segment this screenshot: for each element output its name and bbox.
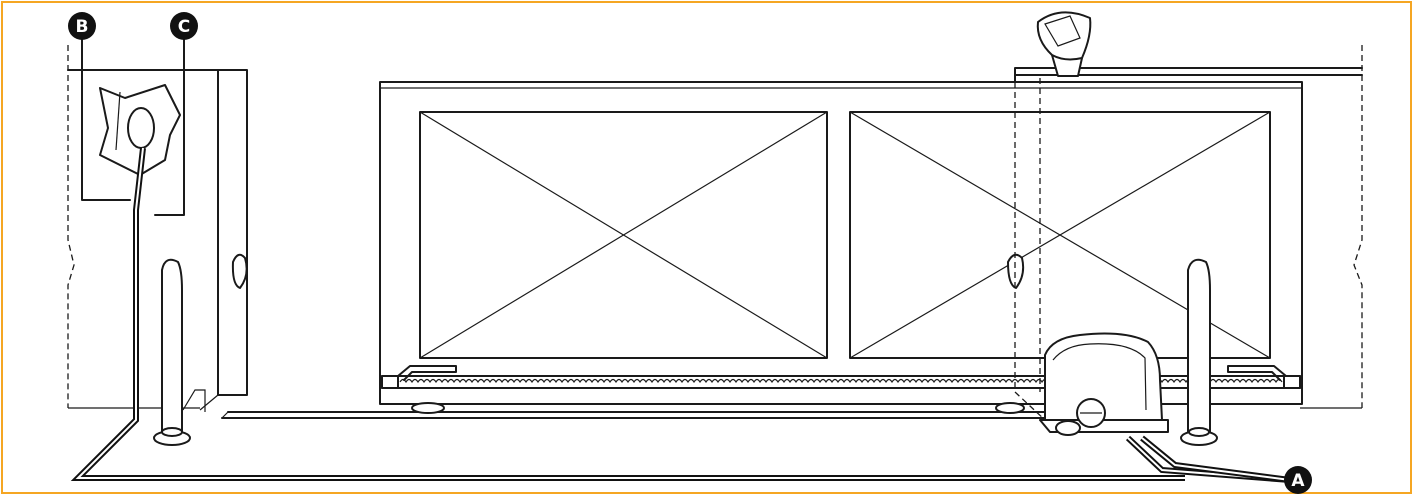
callout-leaders (81, 37, 185, 216)
callout-badge-b: B (68, 12, 96, 40)
callout-badge-a: A (1284, 466, 1312, 494)
left-pillar (67, 69, 248, 411)
gate-wheels (411, 402, 1025, 414)
right-wall-outline (1300, 45, 1363, 409)
callout-c-label: C (178, 17, 190, 37)
gear-motor (1039, 332, 1169, 436)
flashing-lamp (1036, 11, 1092, 77)
gear-rack (381, 375, 1301, 389)
callout-a-label: A (1291, 471, 1305, 491)
gate-handles (231, 253, 1025, 289)
callout-badge-c: C (170, 12, 198, 40)
sliding-gate (379, 81, 1303, 405)
right-column (1014, 67, 1363, 421)
left-photocell-post (153, 258, 206, 446)
cables (70, 147, 1291, 483)
ground-rail (221, 411, 1046, 419)
callout-b-label: B (76, 17, 89, 37)
right-photocell-post (1180, 258, 1218, 446)
limit-brackets (397, 365, 1287, 381)
